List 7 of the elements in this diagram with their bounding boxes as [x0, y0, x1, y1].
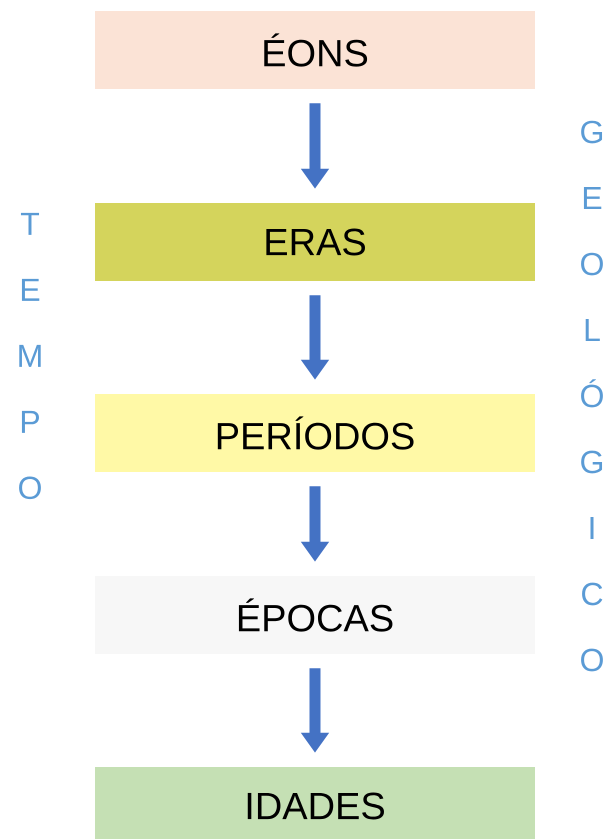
vertical-label: GEOLÓGICO	[581, 120, 603, 672]
process-box: ERAS	[95, 203, 535, 281]
process-box: ÉONS	[95, 11, 535, 89]
vertical-label: TEMPO	[19, 212, 41, 500]
process-box: IDADES	[95, 767, 535, 839]
process-box: ÉPOCAS	[95, 576, 535, 654]
process-box: PERÍODOS	[95, 394, 535, 472]
